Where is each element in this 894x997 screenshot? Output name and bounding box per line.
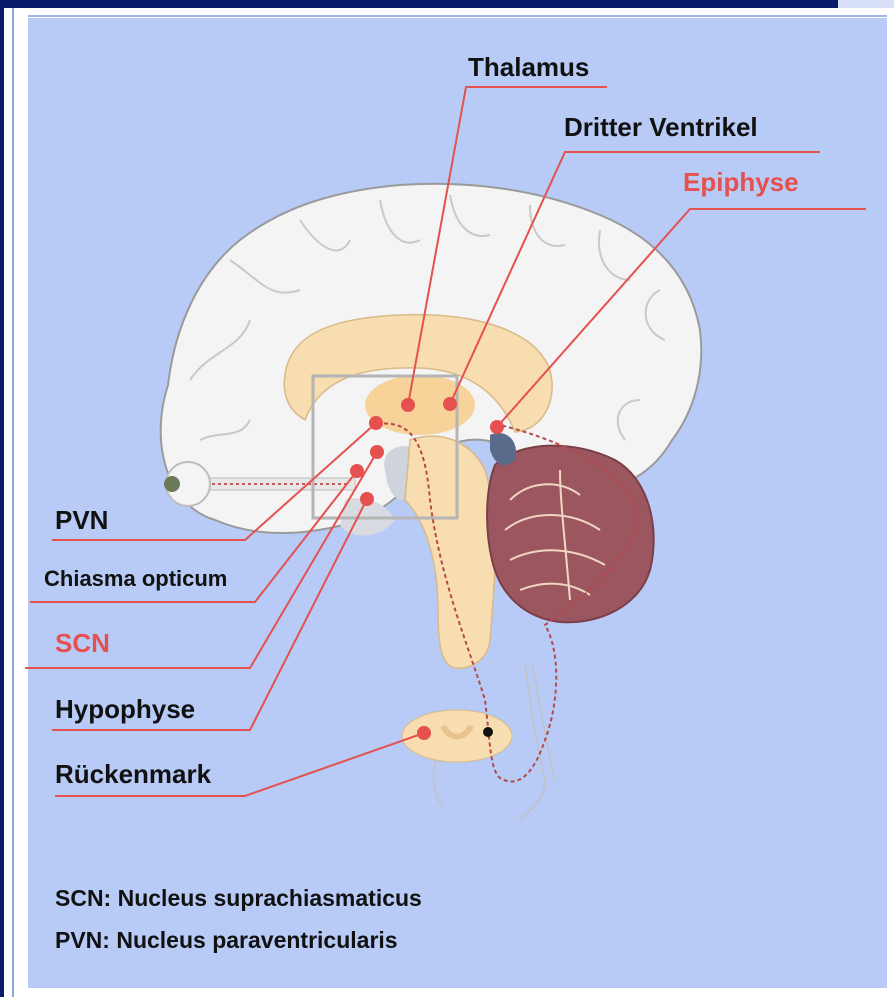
eye-iris bbox=[164, 476, 180, 492]
brainstem bbox=[405, 436, 495, 668]
label-epiphyse: Epiphyse bbox=[683, 167, 799, 198]
label-pvn: PVN bbox=[55, 505, 108, 536]
label-chiasma-opticum: Chiasma opticum bbox=[44, 566, 227, 592]
label-rueckenmark: Rückenmark bbox=[55, 759, 211, 790]
spinal-marker-black bbox=[483, 727, 493, 737]
label-scn: SCN bbox=[55, 628, 110, 659]
label-thalamus: Thalamus bbox=[468, 52, 589, 83]
label-hypophyse: Hypophyse bbox=[55, 694, 195, 725]
note-scn: SCN: Nucleus suprachiasmaticus bbox=[55, 885, 422, 912]
note-pvn: PVN: Nucleus paraventricularis bbox=[55, 927, 398, 954]
label-dritter-ventrikel: Dritter Ventrikel bbox=[564, 112, 758, 143]
